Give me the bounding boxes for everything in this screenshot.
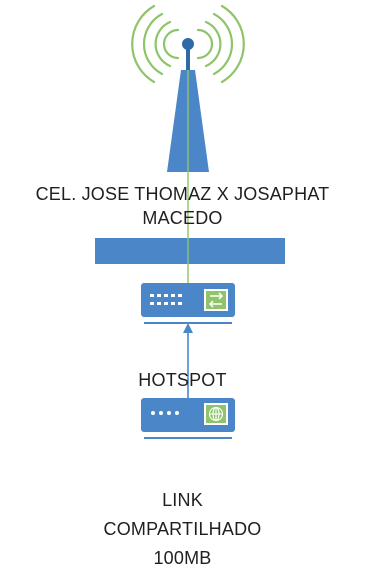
link-label-line3: 100MB: [153, 548, 212, 568]
wifi-wave-right-2: [204, 20, 222, 68]
link-label-line2: COMPARTILHADO: [103, 519, 262, 539]
network-switch-icon: [141, 283, 235, 324]
switch-label: HOTSPOT: [138, 370, 227, 390]
wifi-wave-right-4: [220, 4, 245, 84]
link-label-line1: LINK: [162, 490, 203, 510]
network-bar: [95, 238, 285, 264]
tower-label-line1: CEL. JOSE THOMAZ X JOSAPHAT: [35, 184, 330, 204]
wifi-wave-left-3: [142, 12, 164, 76]
wifi-wave-right-1: [196, 28, 214, 60]
wifi-wave-right-3: [212, 12, 234, 76]
internet-modem-icon: [141, 398, 235, 439]
antenna-head: [182, 38, 194, 50]
antenna-mast: [186, 48, 190, 70]
wifi-wave-left-1: [162, 28, 180, 60]
tower-label: CEL. JOSE THOMAZ X JOSAPHAT MACEDO: [0, 182, 365, 230]
wifi-wave-left-4: [131, 4, 156, 84]
wifi-wave-left-2: [154, 20, 172, 68]
tower-label-line2: MACEDO: [142, 208, 223, 228]
link-label: LINK COMPARTILHADO 100MB: [0, 486, 365, 573]
uplink-arrowhead: [183, 323, 193, 333]
